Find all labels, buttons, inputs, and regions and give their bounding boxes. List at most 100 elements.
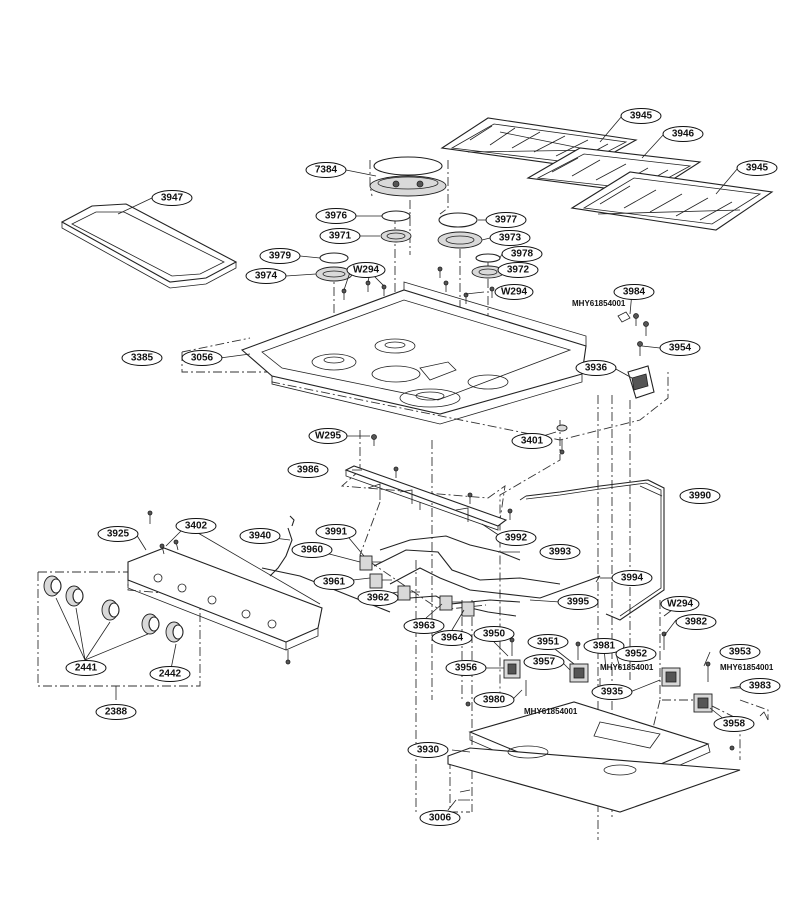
burner-cap-oval — [369, 156, 447, 197]
callout-3981: 3981 — [583, 638, 625, 654]
svg-text:2441: 2441 — [75, 663, 98, 674]
callout-3401: 3401 — [511, 433, 553, 449]
callout-w294b: W294 — [494, 284, 534, 300]
callout-3978: 3978 — [501, 246, 543, 262]
callout-2441: 2441 — [65, 660, 107, 676]
svg-text:3974: 3974 — [255, 271, 278, 282]
svg-text:3993: 3993 — [549, 547, 572, 558]
callout-3950: 3950 — [473, 626, 515, 642]
callout-3945b: 3945 — [736, 160, 778, 176]
control-panel — [127, 510, 323, 665]
svg-text:3981: 3981 — [593, 641, 616, 652]
svg-text:3983: 3983 — [749, 681, 772, 692]
callout-3971: 3971 — [319, 228, 361, 244]
svg-text:3056: 3056 — [191, 353, 214, 364]
svg-text:3956: 3956 — [455, 663, 478, 674]
control-knobs — [43, 575, 184, 643]
svg-text:3935: 3935 — [601, 687, 624, 698]
callout-3930: 3930 — [407, 742, 449, 758]
svg-text:3980: 3980 — [483, 695, 506, 706]
callout-3993: 3993 — [539, 544, 581, 560]
svg-text:3951: 3951 — [537, 637, 560, 648]
svg-text:3991: 3991 — [325, 527, 348, 538]
callout-w295: W295 — [308, 428, 348, 444]
callout-3945a: 3945 — [620, 108, 662, 124]
callout-w294a: W294 — [346, 262, 386, 278]
label-mhy-mid1: MHY61854001 — [600, 663, 654, 672]
callout-3983: 3983 — [739, 678, 781, 694]
callout-3982: 3982 — [675, 614, 717, 630]
callout-3974: 3974 — [245, 268, 287, 284]
svg-text:3960: 3960 — [301, 545, 324, 556]
label-mhy-low: MHY61854001 — [524, 707, 578, 716]
callout-3961: 3961 — [313, 574, 355, 590]
callout-3925: 3925 — [97, 526, 139, 542]
svg-text:3952: 3952 — [625, 649, 648, 660]
svg-text:3936: 3936 — [585, 363, 608, 374]
callout-3006: 3006 — [419, 810, 461, 826]
callout-3990: 3990 — [679, 488, 721, 504]
callout-3951: 3951 — [527, 634, 569, 650]
svg-text:3977: 3977 — [495, 215, 518, 226]
callout-3947: 3947 — [151, 190, 193, 206]
svg-text:3962: 3962 — [367, 593, 390, 604]
callout-3056: 3056 — [181, 350, 223, 366]
callout-3958: 3958 — [713, 716, 755, 732]
svg-text:3984: 3984 — [623, 287, 646, 298]
svg-text:2442: 2442 — [159, 669, 182, 680]
svg-text:3385: 3385 — [131, 353, 154, 364]
callout-3956: 3956 — [445, 660, 487, 676]
part-number-labels: MHY61854001 MHY61854001 MHY61854001 MHY6… — [524, 299, 774, 716]
manifold-bracket — [344, 465, 513, 531]
callout-3964: 3964 — [431, 630, 473, 646]
svg-text:W295: W295 — [315, 431, 342, 442]
svg-text:3964: 3964 — [441, 633, 464, 644]
valves — [359, 555, 475, 617]
svg-text:3402: 3402 — [185, 521, 208, 532]
lower-burner-bases — [465, 631, 769, 751]
callout-3980: 3980 — [473, 692, 515, 708]
callout-3973: 3973 — [489, 230, 531, 246]
svg-text:3958: 3958 — [723, 719, 746, 730]
callout-3979: 3979 — [259, 248, 301, 264]
callout-7384: 7384 — [305, 162, 347, 178]
svg-text:3986: 3986 — [297, 465, 320, 476]
svg-text:3953: 3953 — [729, 647, 752, 658]
callout-3953: 3953 — [719, 644, 761, 660]
callout-3954: 3954 — [659, 340, 701, 356]
callout-3977: 3977 — [485, 212, 527, 228]
bottom-tray — [447, 701, 741, 813]
svg-text:2388: 2388 — [105, 707, 128, 718]
callout-2388: 2388 — [95, 704, 137, 720]
svg-text:3982: 3982 — [685, 617, 708, 628]
svg-text:3954: 3954 — [669, 343, 692, 354]
callout-3991: 3991 — [315, 524, 357, 540]
svg-text:3950: 3950 — [483, 629, 506, 640]
svg-text:3992: 3992 — [505, 533, 528, 544]
svg-text:3990: 3990 — [689, 491, 712, 502]
svg-text:3006: 3006 — [429, 813, 452, 824]
svg-text:3947: 3947 — [161, 193, 184, 204]
svg-text:3961: 3961 — [323, 577, 346, 588]
ignition-harness — [261, 515, 391, 613]
callout-3986: 3986 — [287, 462, 329, 478]
svg-text:3979: 3979 — [269, 251, 292, 262]
right-bracket — [617, 311, 655, 399]
svg-text:3946: 3946 — [672, 129, 695, 140]
griddle — [60, 203, 238, 289]
svg-text:3963: 3963 — [413, 621, 436, 632]
callout-3940: 3940 — [239, 528, 281, 544]
svg-text:3995: 3995 — [567, 597, 590, 608]
callout-3992: 3992 — [495, 530, 537, 546]
svg-text:W294: W294 — [501, 287, 528, 298]
svg-text:3940: 3940 — [249, 531, 272, 542]
callout-3402: 3402 — [175, 518, 217, 534]
svg-text:3971: 3971 — [329, 231, 352, 242]
svg-text:3976: 3976 — [325, 211, 348, 222]
svg-text:W294: W294 — [667, 599, 694, 610]
cooktop-main-top — [240, 281, 587, 425]
svg-text:3973: 3973 — [499, 233, 522, 244]
label-mhy-mid2: MHY61854001 — [720, 663, 774, 672]
svg-text:3972: 3972 — [507, 265, 530, 276]
